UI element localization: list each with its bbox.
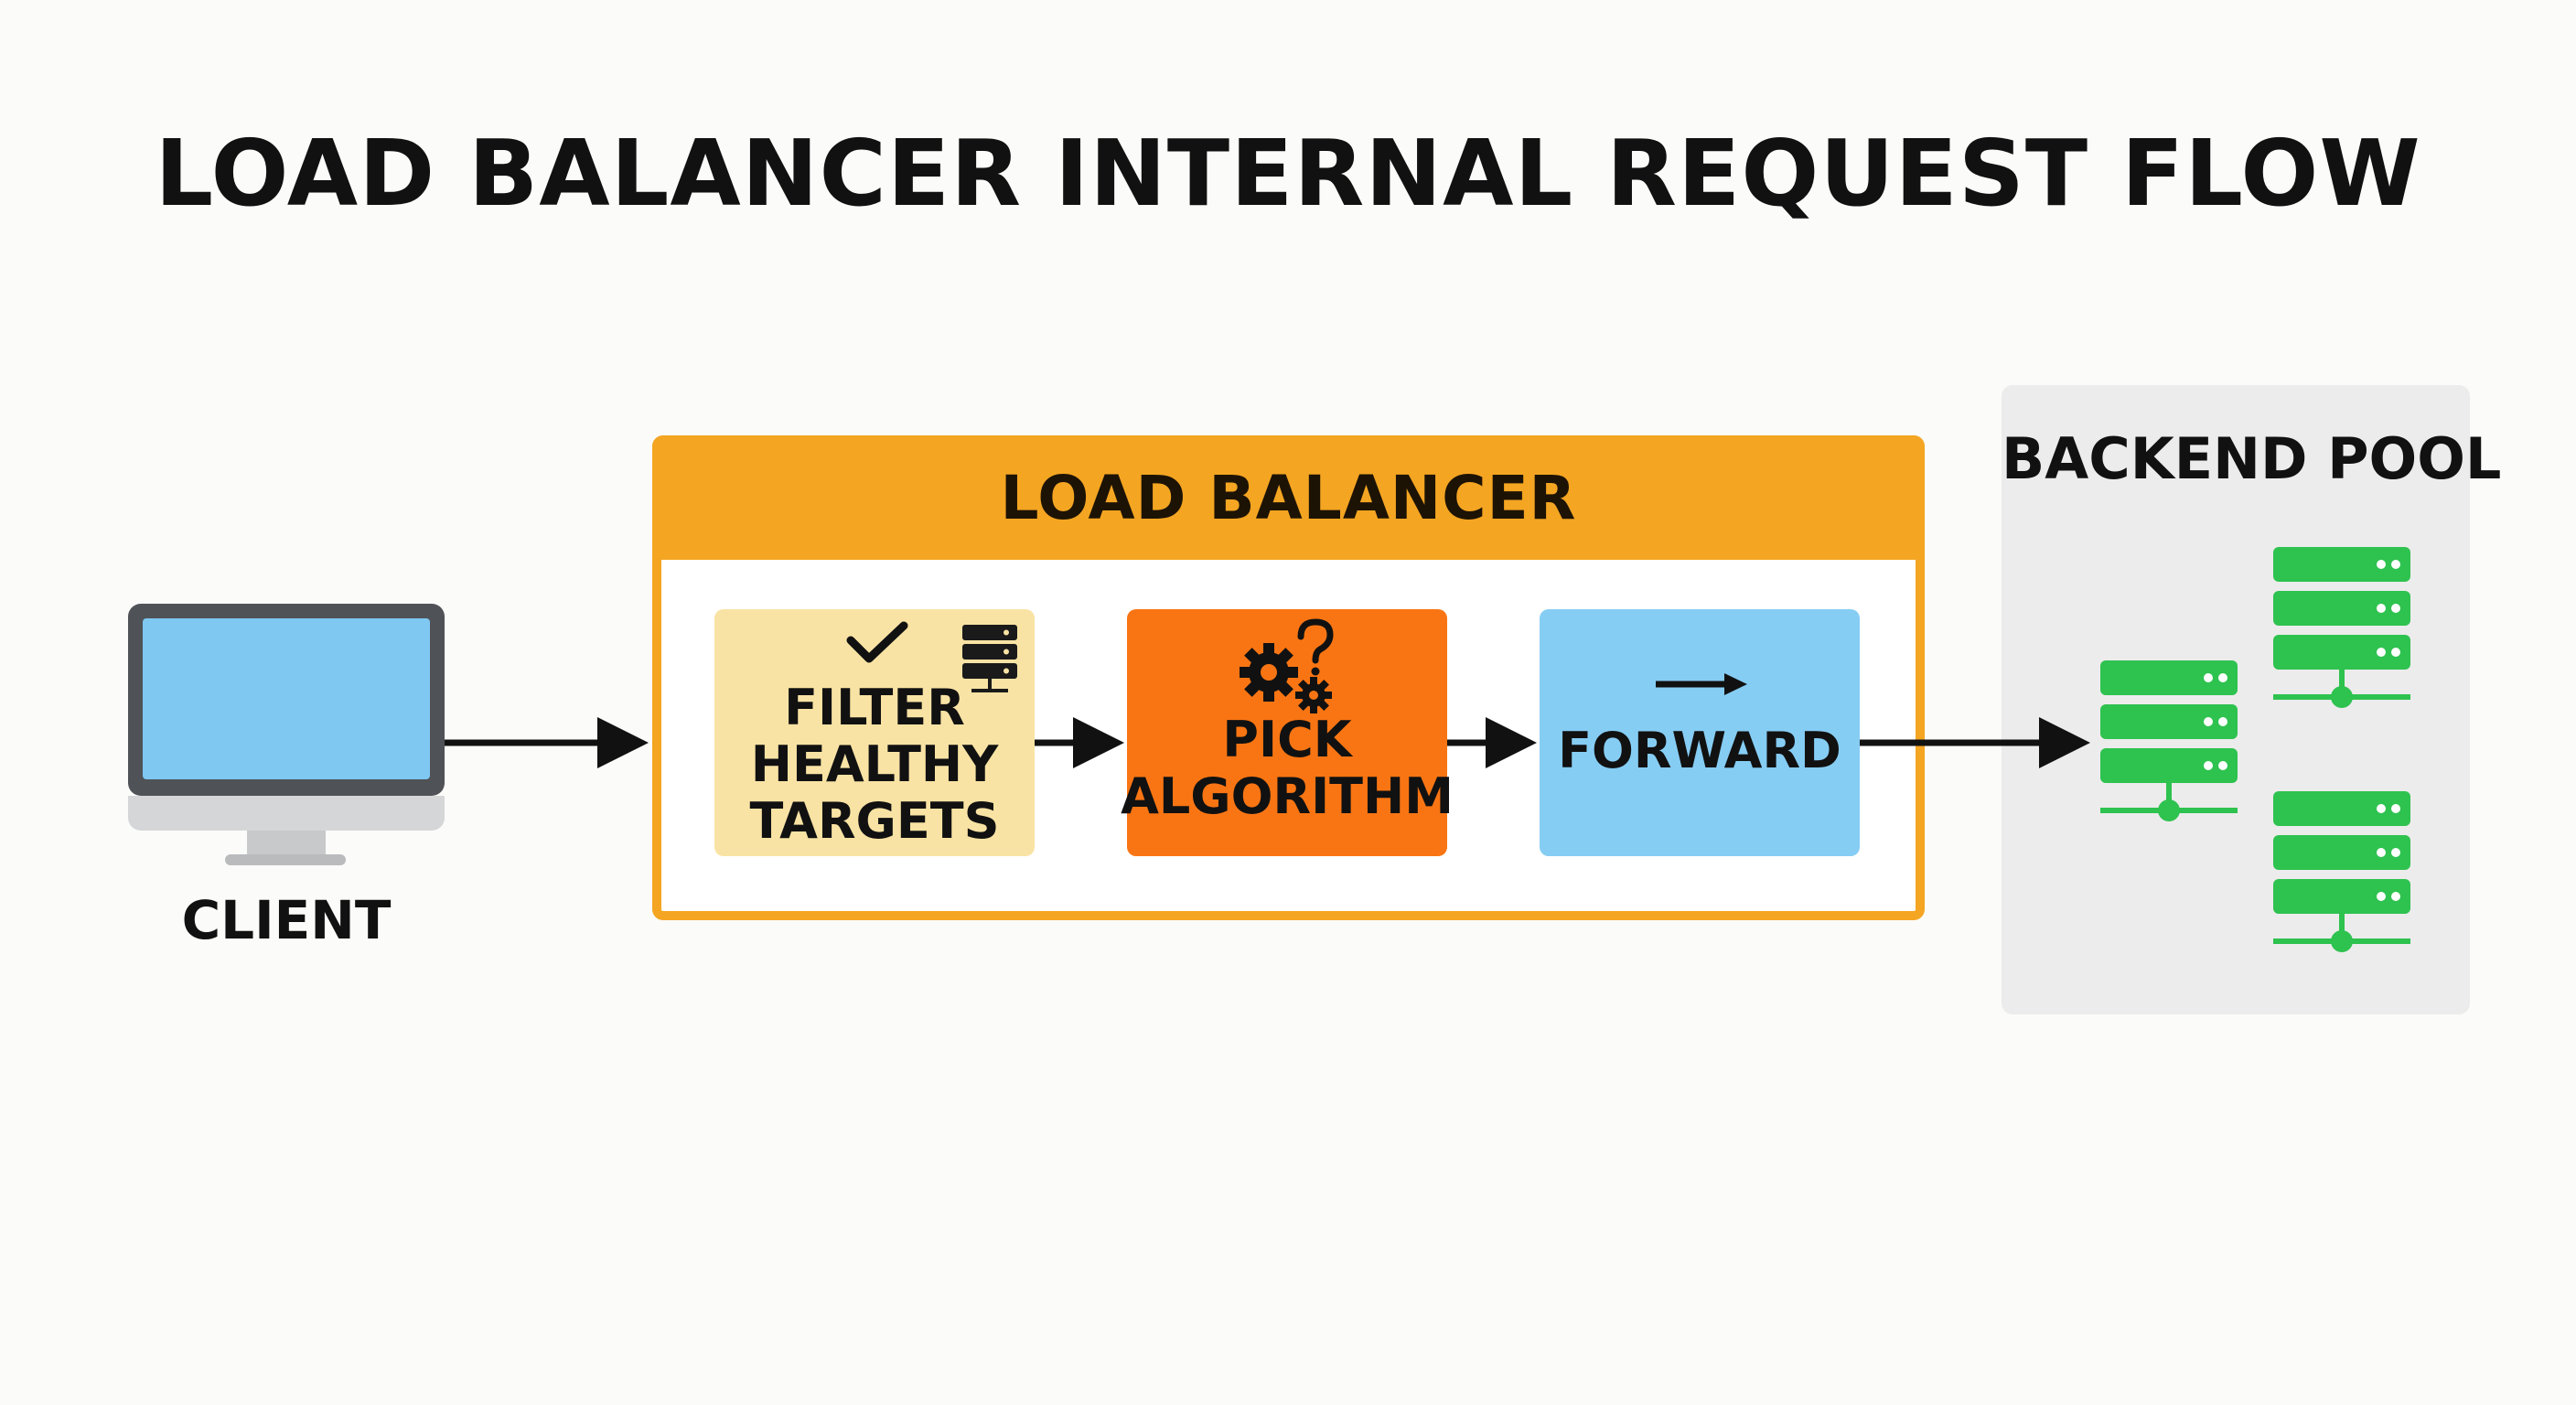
gears-icon xyxy=(1240,643,1332,713)
question-mark-icon xyxy=(1297,618,1334,676)
checkmark-icon xyxy=(846,621,908,663)
monitor-screen xyxy=(143,618,430,779)
monitor-chin xyxy=(128,796,445,831)
client-label: CLIENT xyxy=(181,889,392,951)
monitor-stand xyxy=(247,831,326,858)
backend-server-2 xyxy=(2273,547,2410,708)
step-forward: FORWARD xyxy=(1540,609,1860,856)
backend-server-3 xyxy=(2273,791,2410,952)
diagram-title: LOAD BALANCER INTERNAL REQUEST FLOW xyxy=(155,120,2421,227)
monitor-base xyxy=(225,854,346,865)
backend-pool-label: BACKEND POOL xyxy=(2002,425,2502,492)
load-balancer-header: LOAD BALANCER xyxy=(652,435,1925,560)
arrow-right-icon xyxy=(1656,673,1747,695)
backend-server-1 xyxy=(2100,660,2238,821)
server-icon xyxy=(962,625,1017,692)
